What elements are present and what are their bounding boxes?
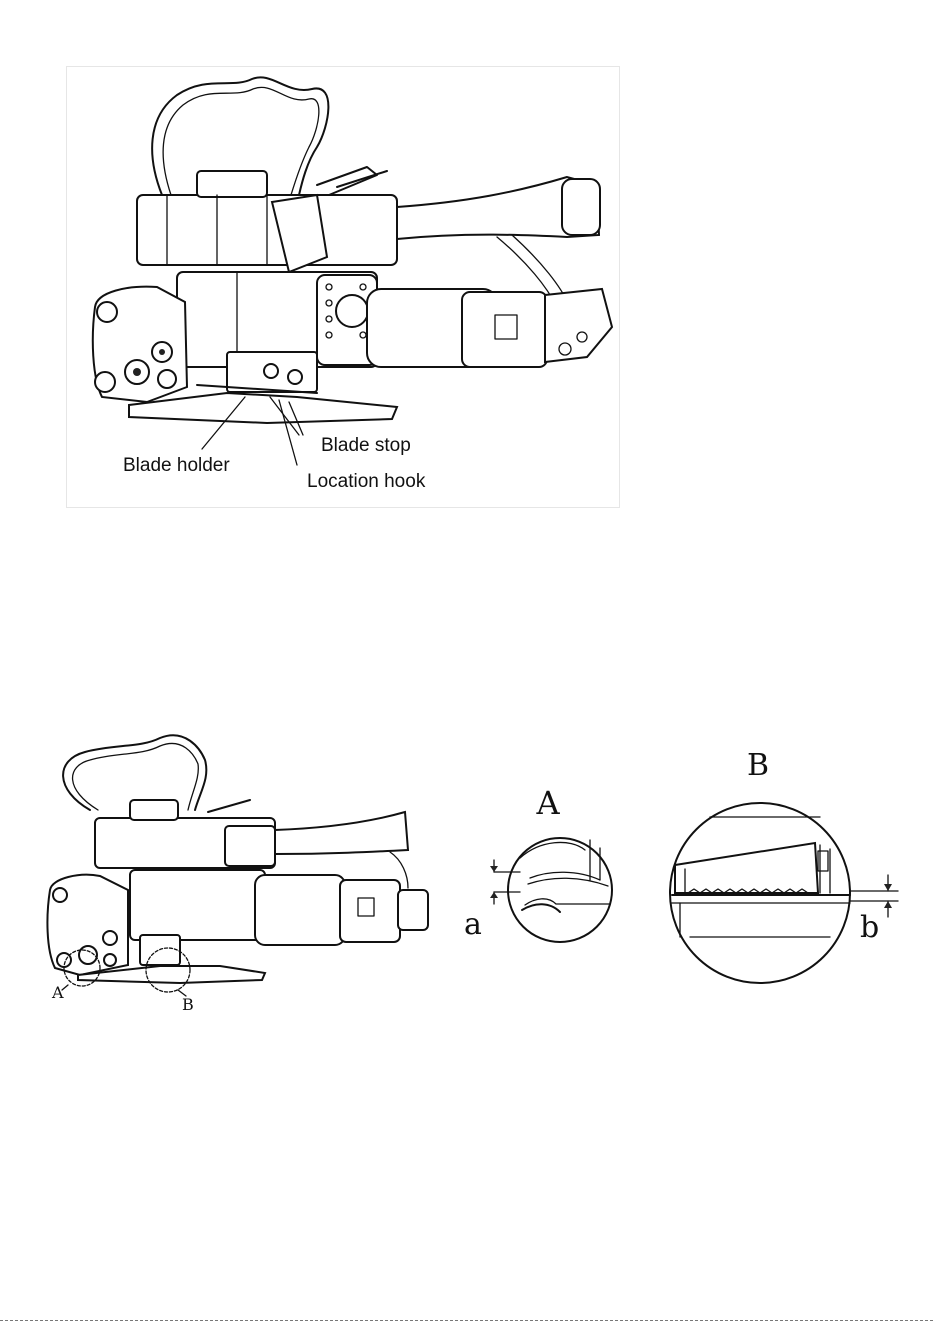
- detail-b-view: B b: [650, 745, 910, 995]
- dimension-b-label: b: [860, 910, 879, 945]
- location-hook-label: Location hook: [307, 471, 426, 492]
- detail-b-title: B: [747, 748, 769, 783]
- overview-drawing: A B: [40, 730, 440, 1020]
- detail-a-view: A a: [460, 780, 635, 960]
- dimension-a-label: a: [464, 907, 482, 942]
- marker-a-label: A: [51, 983, 64, 1002]
- marker-b-label: B: [182, 995, 194, 1014]
- blade-stop-label: Blade stop: [321, 435, 411, 456]
- detail-b-drawing: B b: [650, 745, 910, 995]
- strapping-tool-figure: Blade holder Blade stop Location hook: [66, 66, 620, 508]
- strapping-tool-overview: A B: [40, 730, 440, 1020]
- strapping-tool-drawing: Blade holder Blade stop Location hook: [67, 67, 621, 509]
- detail-a-title: A: [535, 784, 560, 822]
- blade-holder-label: Blade holder: [123, 455, 230, 476]
- page-footer-rule: [0, 1320, 933, 1321]
- detail-a-drawing: A a: [460, 780, 635, 960]
